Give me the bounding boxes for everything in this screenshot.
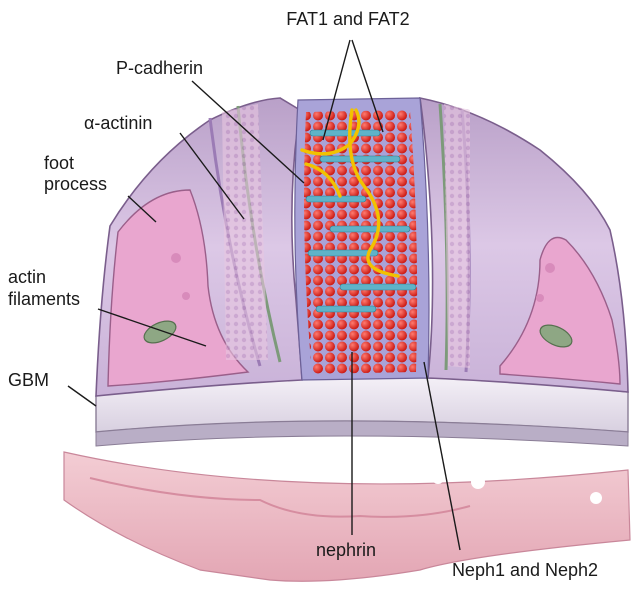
label-neph1-neph2: Neph1 and Neph2 bbox=[452, 560, 598, 580]
label-process: process bbox=[44, 174, 107, 194]
left-foot-process bbox=[96, 98, 302, 396]
label-alpha-actinin: α-actinin bbox=[84, 113, 152, 133]
right-foot-process bbox=[420, 98, 628, 392]
label-foot: foot bbox=[44, 153, 74, 173]
label-gbm: GBM bbox=[8, 370, 49, 390]
label-filaments: filaments bbox=[8, 289, 80, 309]
gbm-leader bbox=[68, 386, 96, 406]
slit-diaphragm bbox=[295, 98, 429, 380]
label-nephrin: nephrin bbox=[316, 540, 376, 560]
label-fat1-fat2: FAT1 and FAT2 bbox=[286, 9, 409, 29]
label-p-cadherin: P-cadherin bbox=[116, 58, 203, 78]
label-actin: actin bbox=[8, 267, 46, 287]
